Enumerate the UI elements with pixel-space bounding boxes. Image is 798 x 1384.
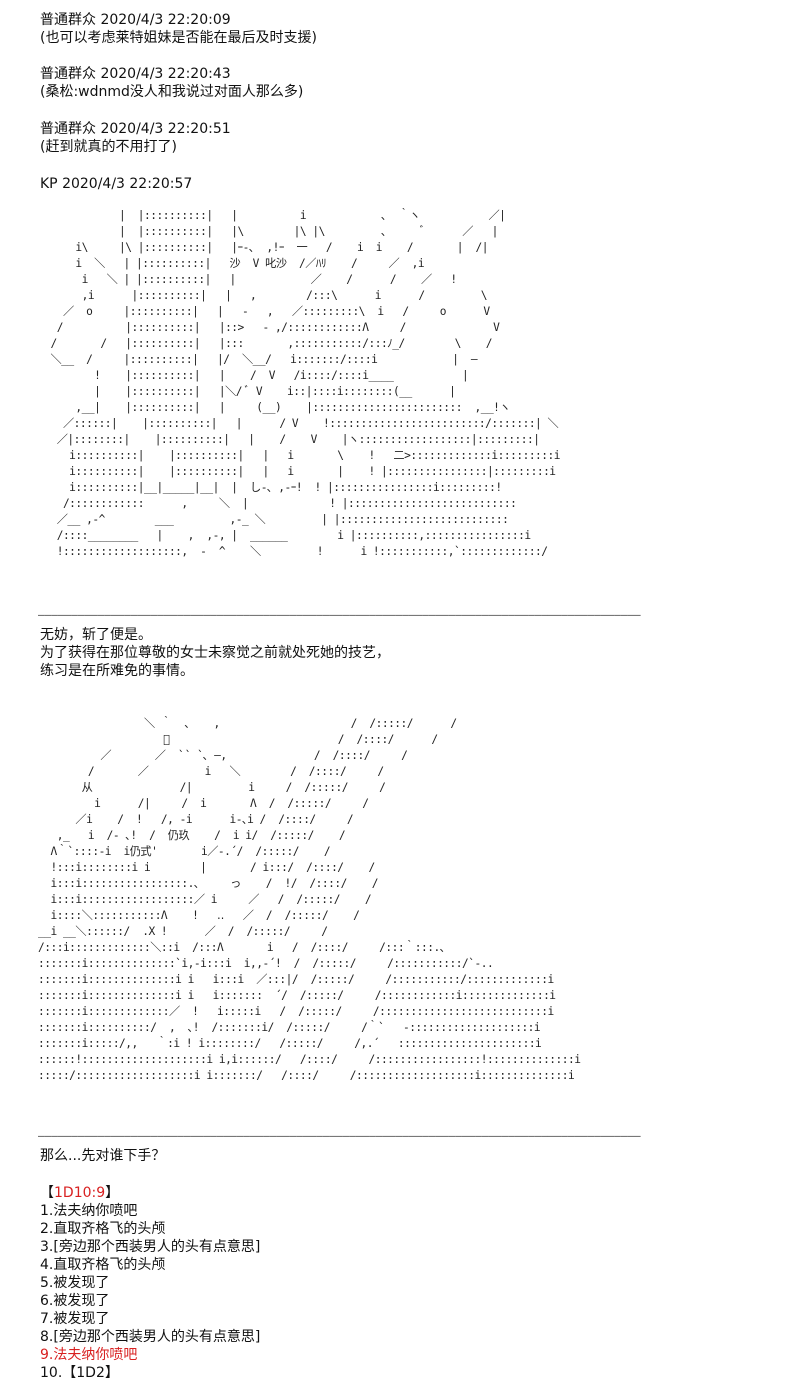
dice-bracket: 【 xyxy=(40,1185,54,1201)
ascii-art-row: ＼ ｀ 、 , / /:::::/ / xyxy=(38,717,457,730)
ascii-art-row: ／__ ,-^ ___ ,-_ ＼ | |:::::::::::::::::::… xyxy=(38,513,509,526)
message-header: 普通群众 2020/4/3 22:20:09 xyxy=(40,12,231,28)
ascii-art-row: i:::i:::::::::::::::::.､ っ / !/ /::::/ / xyxy=(38,877,379,890)
ascii-art-row: !:::i::::::::i i | / i:::/ /::::/ / xyxy=(38,861,375,874)
ascii-art-row: ,i |::::::::::| | , /:::\ i / \ xyxy=(38,289,488,302)
ascii-art-row: / |::::::::::| |::> ‐ ,/::::::::::::Λ / … xyxy=(38,321,500,334)
ascii-art-row: ! |::::::::::| | / V /i::::/::::i____ | xyxy=(38,369,469,382)
ascii-art-row: / / |::::::::::| |::: ,:::::::::::/:::ﾉ_… xyxy=(38,337,493,350)
ascii-art-swordsman: ＼ ｀ 、 , / /:::::/ / ﾞ / /::::/ / ／ ／ `̀ … xyxy=(38,716,581,1084)
question-text: 那么...先对谁下手？ xyxy=(40,1148,166,1164)
narration-line: 练习是在所难免的事情。 xyxy=(40,663,194,679)
ascii-art-row: Λ｀`::::-i i仍式' i／-.´/ /:::::/ / xyxy=(38,845,331,858)
ascii-art-row: /:::::::::::: , ＼ | ! |:::::::::::::::::… xyxy=(38,497,517,510)
option-item: 4.直取齐格飞的头颅 xyxy=(40,1257,166,1273)
ascii-art-row: :::::::i::::::::::/ , ､! /:::::::i/ /:::… xyxy=(38,1021,541,1034)
message-header: 普通群众 2020/4/3 22:20:51 xyxy=(40,121,231,137)
ascii-art-row: i::::::::::| |::::::::::| | i | ! |:::::… xyxy=(38,465,556,478)
ascii-art-row: /:::i:::::::::::::＼::i /:::Λ i / /::::/ … xyxy=(38,941,445,954)
ascii-art-row: ／::::::| |::::::::::| | / V !:::::::::::… xyxy=(38,417,559,430)
ascii-art-row: | |::::::::::| |＼/ ﾞ V i::|::::i::::::::… xyxy=(38,385,456,398)
divider: ――――――――――――――――――――――――――――――――――――――――… xyxy=(38,609,641,621)
ascii-art-row: / ／ i ＼ / /::::/ / xyxy=(38,765,384,778)
option-item: 2.直取齐格飞的头颅 xyxy=(40,1221,166,1237)
dice-roll: 【1D10:9】 xyxy=(40,1184,119,1202)
ascii-art-row: i /| / i Λ / /:::::/ / xyxy=(38,797,369,810)
ascii-art-row: !:::::::::::::::::::, - ^ ＼ ! i !:::::::… xyxy=(38,545,548,558)
ascii-art-row: __i __＼::::::/ .X ! ／ / /:::::/ / xyxy=(38,925,328,938)
ascii-art-row: i ＼ | |::::::::::| | ／ / / ／ ! xyxy=(38,273,458,286)
ascii-art-row: i\ |\ |::::::::::| |ｰ-､ ,!ｰ 一 / i i / | … xyxy=(38,241,488,254)
ascii-art-row: :::::::i:::::/,, ｀:i ! i::::::::/ /:::::… xyxy=(38,1037,542,1050)
dice-result: 1D10:9 xyxy=(54,1185,106,1201)
ascii-art-row: /::::________ | , ,-, | ______ i |::::::… xyxy=(38,529,531,542)
option-item-selected: 9.法夫纳你喷吧 xyxy=(40,1347,138,1363)
ascii-art-row: ,__| |::::::::::| | (__) |::::::::::::::… xyxy=(38,401,511,414)
narration-line: 无妨，斩了便是。 xyxy=(40,627,152,643)
ascii-art-row: ::::::!::::::::::::::::::::i i,i::::::/ … xyxy=(38,1053,581,1066)
ascii-art-row: :::::::i::::::::::::::`i,-i:::i i,,-´! /… xyxy=(38,957,494,970)
option-item: 10.【1D2】 xyxy=(40,1365,119,1381)
ascii-art-row: i ＼ | |::::::::::| 沙 V 叱沙 /／ﾊﾘ / ／ ,i xyxy=(38,257,425,270)
message-text: (桑松:wdnmd没人和我说过对面人那么多) xyxy=(40,84,304,100)
ascii-art-row: ＼__ / |::::::::::| |/ ＼__/ i:::::::/::::… xyxy=(38,353,478,366)
ascii-art-row: ／|::::::::| |::::::::::| | / V |ヽ:::::::… xyxy=(38,433,540,446)
option-item: 7.被发现了 xyxy=(40,1311,110,1327)
ascii-art-row: ／ o |::::::::::| | ‐ , ／:::::::::\ i / o… xyxy=(38,305,490,318)
ascii-art-row: ﾞ / /::::/ / xyxy=(38,733,438,746)
ascii-art-row: :::::/:::::::::::::::::::i i:::::::/ /::… xyxy=(38,1069,575,1082)
ascii-art-row: :::::::i:::::::::::::／ ! i:::::i / /::::… xyxy=(38,1005,554,1018)
ascii-art-row: i::::::::::| |::::::::::| | i \ ! 二>::::… xyxy=(38,449,560,462)
ascii-art-row: :::::::i::::::::::::::i i i::::::: ´/ /:… xyxy=(38,989,556,1002)
narration-line: 为了获得在那位尊敬的女士未察觉之前就处死她的技艺， xyxy=(40,645,390,661)
option-item: 3.[旁边那个西装男人的头有点意思] xyxy=(40,1239,261,1255)
option-item: 8.[旁边那个西装男人的头有点意思] xyxy=(40,1329,261,1345)
ascii-art-row: i:::i::::::::::::::::::／ i ／ / /:::::/ / xyxy=(38,893,372,906)
message-header: KP 2020/4/3 22:20:57 xyxy=(40,176,193,192)
ascii-art-row: i::::＼:::::::::::Λ ! ‥ ／ / /:::::/ / xyxy=(38,909,360,922)
ascii-art-row: | |::::::::::| | i ､ ｀ヽ ／| xyxy=(38,209,506,222)
ascii-art-row: 从 /| i / /:::::/ / xyxy=(38,781,386,794)
message-header: 普通群众 2020/4/3 22:20:43 xyxy=(40,66,231,82)
ascii-art-row: ／ ／ `̀ ̀ ､ ―, / /::::/ / xyxy=(38,749,408,762)
option-item: 5.被发现了 xyxy=(40,1275,110,1291)
option-item: 6.被发现了 xyxy=(40,1293,110,1309)
dice-bracket: 】 xyxy=(105,1185,120,1201)
message-text: (赶到就真的不用打了) xyxy=(40,139,177,155)
divider: ――――――――――――――――――――――――――――――――――――――――… xyxy=(38,1130,641,1142)
ascii-art-row: ／i / ! /, -i i-､i / /::::/ / xyxy=(38,813,354,826)
ascii-art-row: | |::::::::::| |\ |\ |\ ､ ﾞ ／ | xyxy=(38,225,498,238)
ascii-art-row: i::::::::::|__|_____|__| | し-､ ,-ｰ! ! |:… xyxy=(38,481,502,494)
ascii-art-row: ,_ i /- ､! / 仍玖 / i i/ /:::::/ / xyxy=(38,829,346,842)
option-item: 1.法夫纳你喷吧 xyxy=(40,1203,138,1219)
ascii-art-wolves: | |::::::::::| | i ､ ｀ヽ ／| | |::::::::::… xyxy=(38,208,560,560)
message-text: (也可以考虑莱特姐妹是否能在最后及时支援) xyxy=(40,30,317,46)
ascii-art-row: :::::::i::::::::::::::i i i:::i ／:::|/ /… xyxy=(38,973,554,986)
